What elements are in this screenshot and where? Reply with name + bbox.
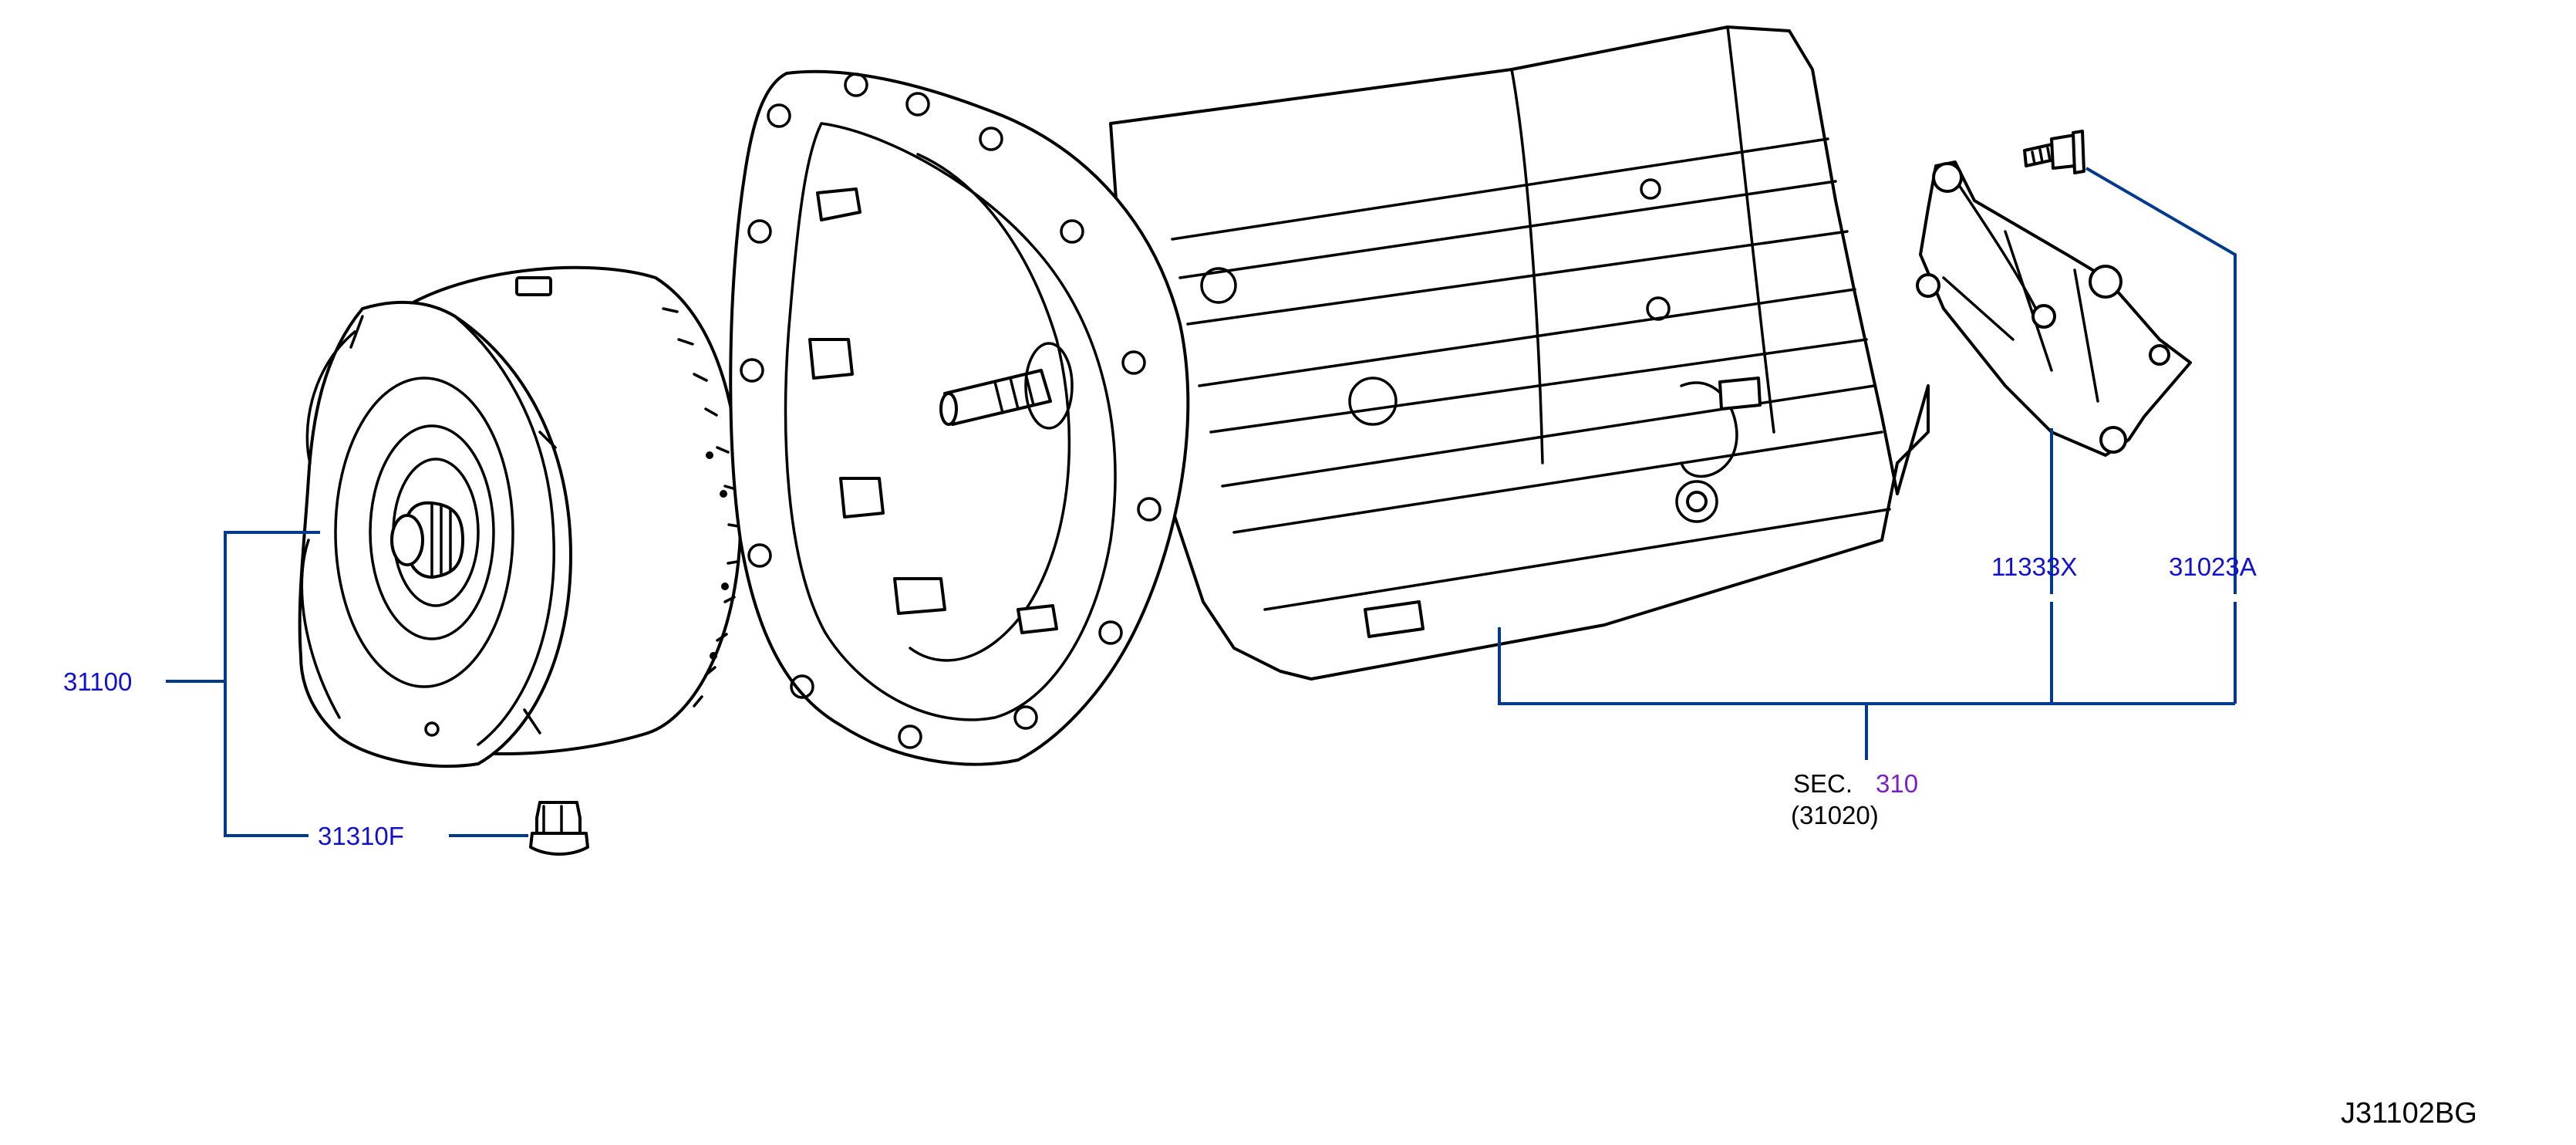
leader-section bbox=[1498, 627, 2235, 705]
torque-converter[interactable] bbox=[298, 265, 743, 768]
bolt[interactable] bbox=[2023, 130, 2085, 174]
diagram-code: J31102BG bbox=[2341, 1097, 2477, 1130]
section-prefix: SEC. bbox=[1793, 769, 1853, 798]
callout-31100: 31100 bbox=[63, 667, 132, 696]
callout-31023a: 31023A bbox=[2169, 552, 2257, 581]
callout-31310f: 31310F bbox=[318, 822, 404, 850]
mount-bracket[interactable] bbox=[1916, 160, 2192, 457]
section-number[interactable]: 310 bbox=[1876, 769, 1918, 798]
transmission-assembly[interactable] bbox=[729, 25, 1930, 766]
leader-31100 bbox=[224, 531, 320, 837]
drain-plug[interactable] bbox=[529, 801, 589, 856]
leader-lines bbox=[166, 167, 2237, 837]
section-reference: (31020) bbox=[1791, 801, 1879, 829]
leader-31023a bbox=[2085, 167, 2237, 594]
callout-11333x: 11333X bbox=[1991, 552, 2077, 581]
